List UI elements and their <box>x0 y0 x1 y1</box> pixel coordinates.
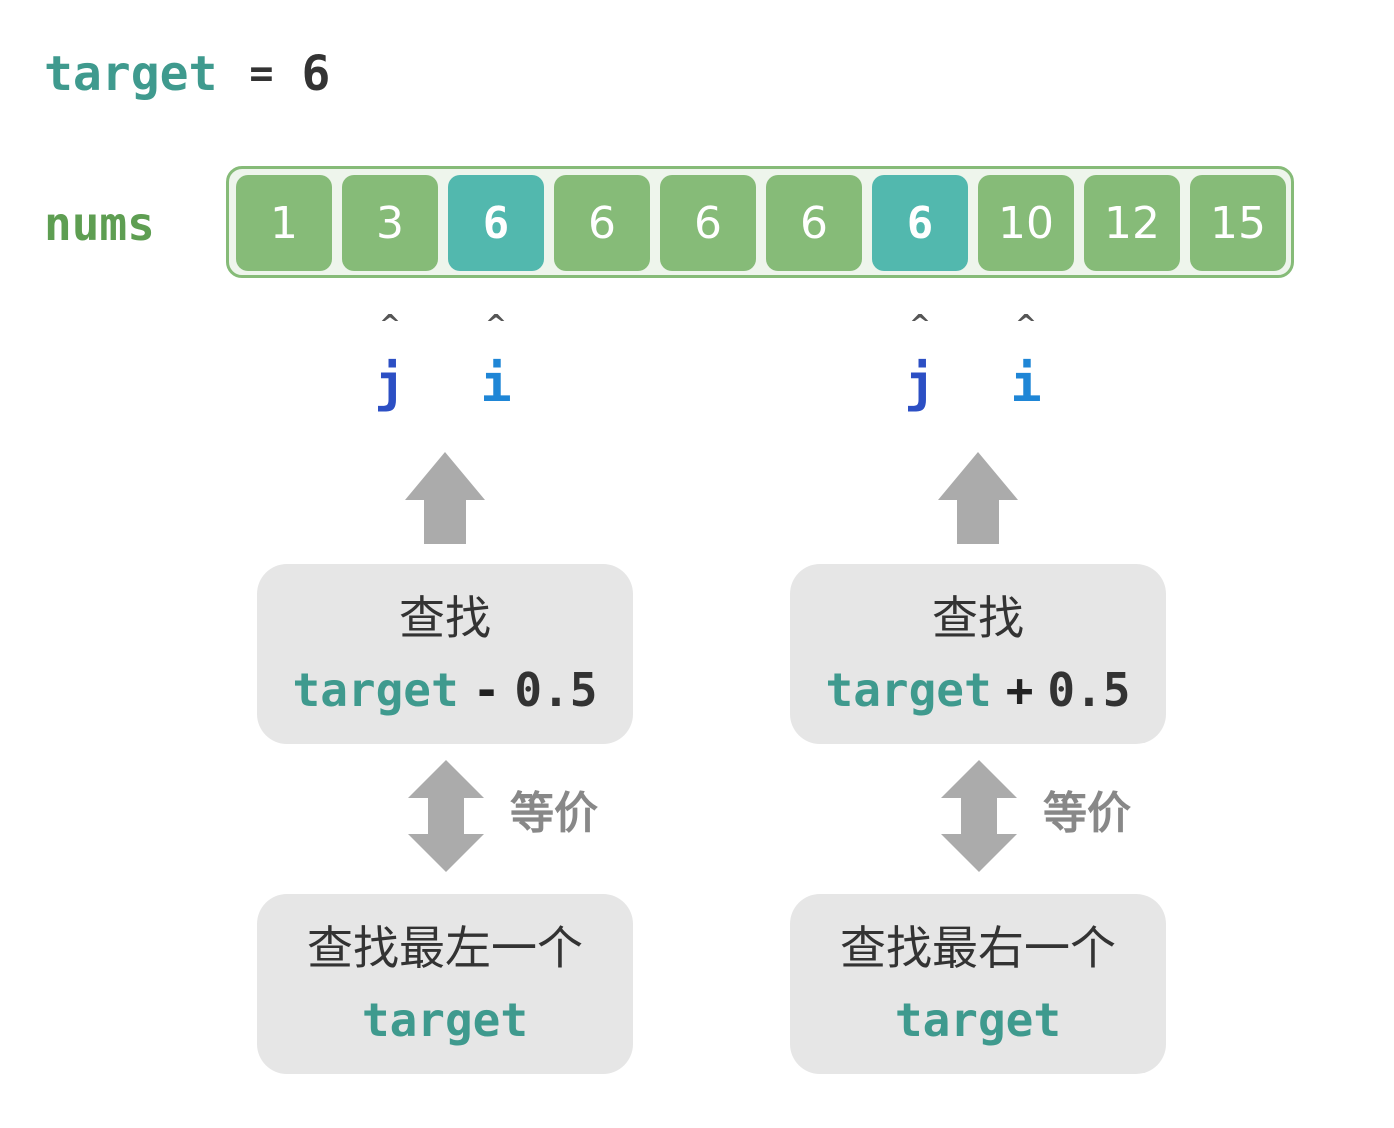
up-arrow-icon-right <box>938 452 1018 544</box>
array-cell: 1 <box>236 175 332 271</box>
pointer-label: i <box>1010 354 1042 414</box>
array-cell: 6 <box>766 175 862 271</box>
array-cell: 6 <box>872 175 968 271</box>
search-expression-left: target-0.5 <box>257 662 633 718</box>
array-cell: 6 <box>660 175 756 271</box>
pointer-j: ^j <box>360 310 420 414</box>
pointer-i: ^i <box>996 310 1056 414</box>
result-label: 查找最左一个 <box>307 921 583 975</box>
array-cell: 6 <box>554 175 650 271</box>
array-label: nums <box>44 197 155 251</box>
search-box-left: 查找 target-0.5 <box>257 564 633 744</box>
search-var: target <box>825 663 992 717</box>
result-var: target <box>894 993 1062 1047</box>
pointer-caret-icon: ^ <box>485 310 507 340</box>
double-arrow-icon-left <box>408 760 484 872</box>
up-arrow-icon-left <box>405 452 485 544</box>
search-expression-right: target+0.5 <box>790 662 1166 718</box>
search-label: 查找 <box>932 591 1024 645</box>
pointer-label: j <box>374 354 406 414</box>
search-label: 查找 <box>399 591 491 645</box>
result-box-left: 查找最左一个 target <box>257 894 633 1074</box>
pointer-caret-icon: ^ <box>909 310 931 340</box>
target-value: 6 <box>301 46 331 102</box>
result-var: target <box>361 993 529 1047</box>
search-offset: 0.5 <box>1047 663 1131 717</box>
result-box-right: 查找最右一个 target <box>790 894 1166 1074</box>
pointer-i: ^i <box>466 310 526 414</box>
search-operator: + <box>1005 663 1034 717</box>
search-operator: - <box>472 663 501 717</box>
target-definition: target = 6 <box>44 44 330 104</box>
search-box-right: 查找 target+0.5 <box>790 564 1166 744</box>
pointer-caret-icon: ^ <box>379 310 401 340</box>
array-cell: 6 <box>448 175 544 271</box>
equivalent-label-left: 等价 <box>510 788 598 839</box>
array-cell: 12 <box>1084 175 1180 271</box>
search-offset: 0.5 <box>514 663 598 717</box>
equivalent-label-right: 等价 <box>1043 788 1131 839</box>
target-variable: target <box>44 46 218 102</box>
search-var: target <box>292 663 459 717</box>
pointer-label: j <box>904 354 936 414</box>
double-arrow-icon-right <box>941 760 1017 872</box>
result-label: 查找最右一个 <box>840 921 1116 975</box>
array-cell: 15 <box>1190 175 1286 271</box>
equals-sign: = <box>249 51 274 97</box>
array-cell: 3 <box>342 175 438 271</box>
pointer-label: i <box>480 354 512 414</box>
pointer-caret-icon: ^ <box>1015 310 1037 340</box>
array-cell: 10 <box>978 175 1074 271</box>
pointer-j: ^j <box>890 310 950 414</box>
